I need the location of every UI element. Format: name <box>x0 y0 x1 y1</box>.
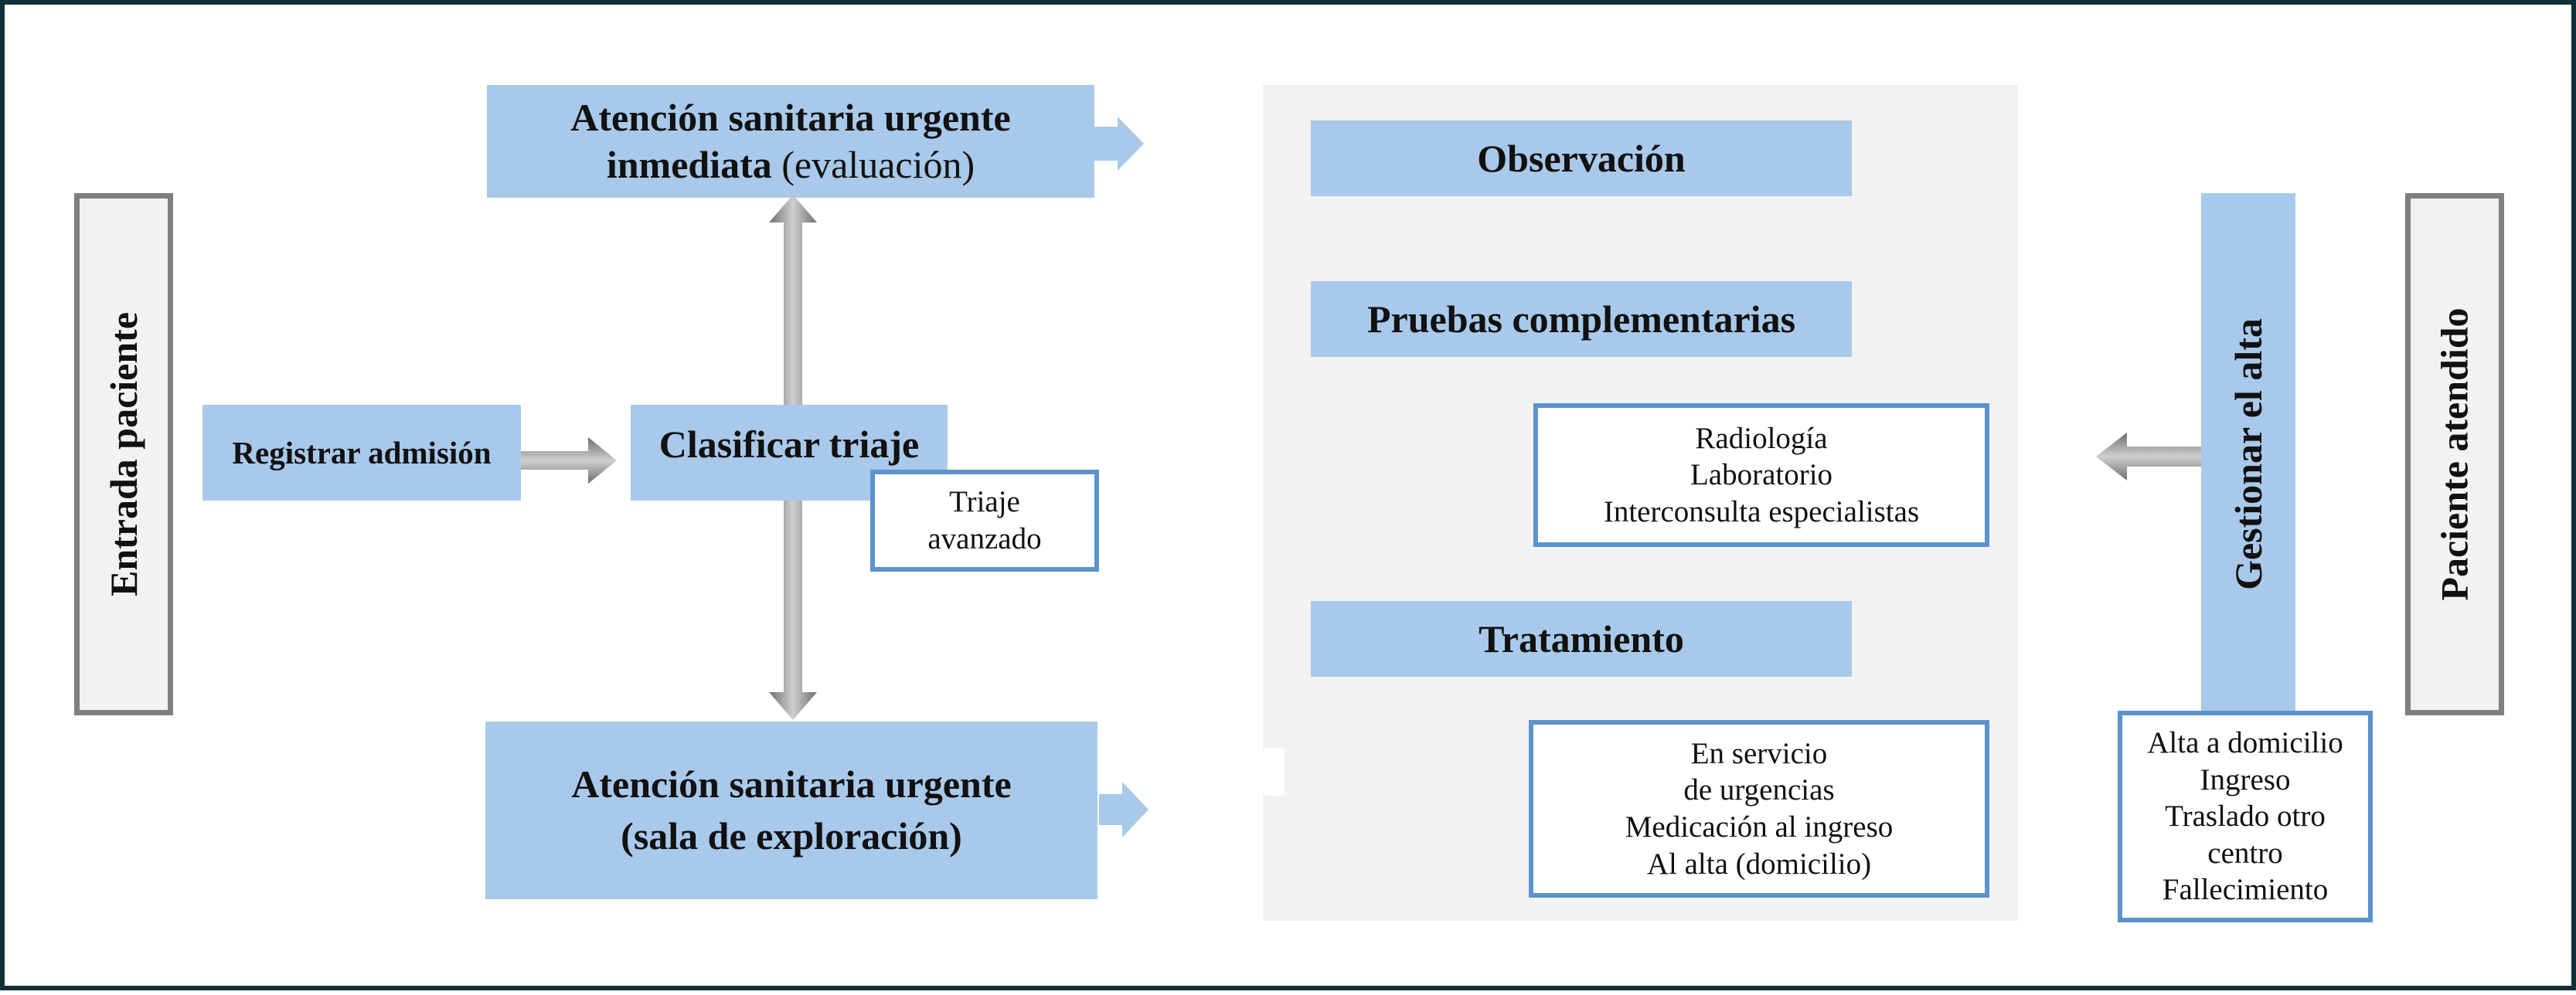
atencion-inmediata-box: Atención sanitaria urgente inmediata (ev… <box>487 85 1094 198</box>
tratamiento-list-item: Al alta (domicilio) <box>1646 847 1872 881</box>
alta-list-item: Alta a domicilio <box>2147 726 2343 760</box>
inmediata-word: inmediata <box>606 143 772 186</box>
tratamiento-list-item: Medicación al ingreso <box>1625 810 1894 844</box>
atencion-inmediata-line1: Atención sanitaria urgente <box>570 96 1011 139</box>
pruebas-list-box: Radiología Laboratorio Interconsulta esp… <box>1533 403 1989 547</box>
observacion-box: Observación <box>1311 121 1852 196</box>
atencion-sala-line2: (sala de exploración) <box>621 814 962 857</box>
evaluacion-word: (evaluación) <box>771 143 975 186</box>
pruebas-list-item: Laboratorio <box>1690 458 1833 492</box>
arrow-registrar-to-clasificar <box>519 437 617 484</box>
gestionar-alta-label: Gestionar el alta <box>2227 318 2270 590</box>
panel-notch <box>1263 748 1285 796</box>
alta-list-item: Fallecimiento <box>2162 873 2329 907</box>
arrow-inmediata-right <box>1094 117 1144 171</box>
arrow-sala-right <box>1099 782 1148 837</box>
clasificar-triaje-label: Clasificar triaje <box>658 423 920 466</box>
tratamiento-list-box: En servicio de urgencias Medicación al i… <box>1529 720 1989 898</box>
pruebas-list-item: Radiología <box>1695 421 1828 455</box>
paciente-atendido-label: Paciente atendido <box>2433 307 2477 601</box>
triaje-avanzado-line: avanzado <box>927 522 1042 555</box>
arrow-up-to-inmediata <box>769 195 817 405</box>
entrada-paciente-label: Entrada paciente <box>102 311 146 597</box>
alta-list-item: Traslado otro <box>2165 800 2326 834</box>
atencion-inmediata-line2: inmediata (evaluación) <box>607 141 975 188</box>
tratamiento-list-item: En servicio <box>1690 736 1828 770</box>
observacion-label: Observación <box>1477 137 1686 180</box>
alta-list-item: centro <box>2207 836 2283 870</box>
paciente-atendido-box: Paciente atendido <box>2405 193 2504 715</box>
tratamiento-label: Tratamiento <box>1479 617 1684 661</box>
atencion-sala-line1: Atención sanitaria urgente <box>571 762 1012 806</box>
atencion-sala-box: Atención sanitaria urgente (sala de expl… <box>485 722 1097 899</box>
gestionar-alta-box: Gestionar el alta <box>2201 193 2295 715</box>
arrow-from-gestionar <box>2096 433 2201 481</box>
registrar-admision-box: Registrar admisión <box>202 405 521 501</box>
triaje-avanzado-line: Triaje <box>949 485 1020 519</box>
alta-list-box: Alta a domicilio Ingreso Traslado otro c… <box>2118 711 2373 922</box>
arrows-layer <box>519 117 2201 837</box>
registrar-admision-label: Registrar admisión <box>232 435 492 470</box>
alta-list-item: Ingreso <box>2200 762 2291 796</box>
pruebas-label: Pruebas complementarias <box>1366 297 1796 341</box>
entrada-paciente-box: Entrada paciente <box>74 193 173 715</box>
pruebas-list-item: Interconsulta especialistas <box>1603 494 1920 528</box>
arrow-down-to-sala <box>769 499 817 720</box>
triaje-avanzado-box: Triaje avanzado <box>870 470 1099 572</box>
tratamiento-box: Tratamiento <box>1311 601 1852 677</box>
tratamiento-list-item: de urgencias <box>1683 773 1835 807</box>
pruebas-box: Pruebas complementarias <box>1311 281 1852 357</box>
